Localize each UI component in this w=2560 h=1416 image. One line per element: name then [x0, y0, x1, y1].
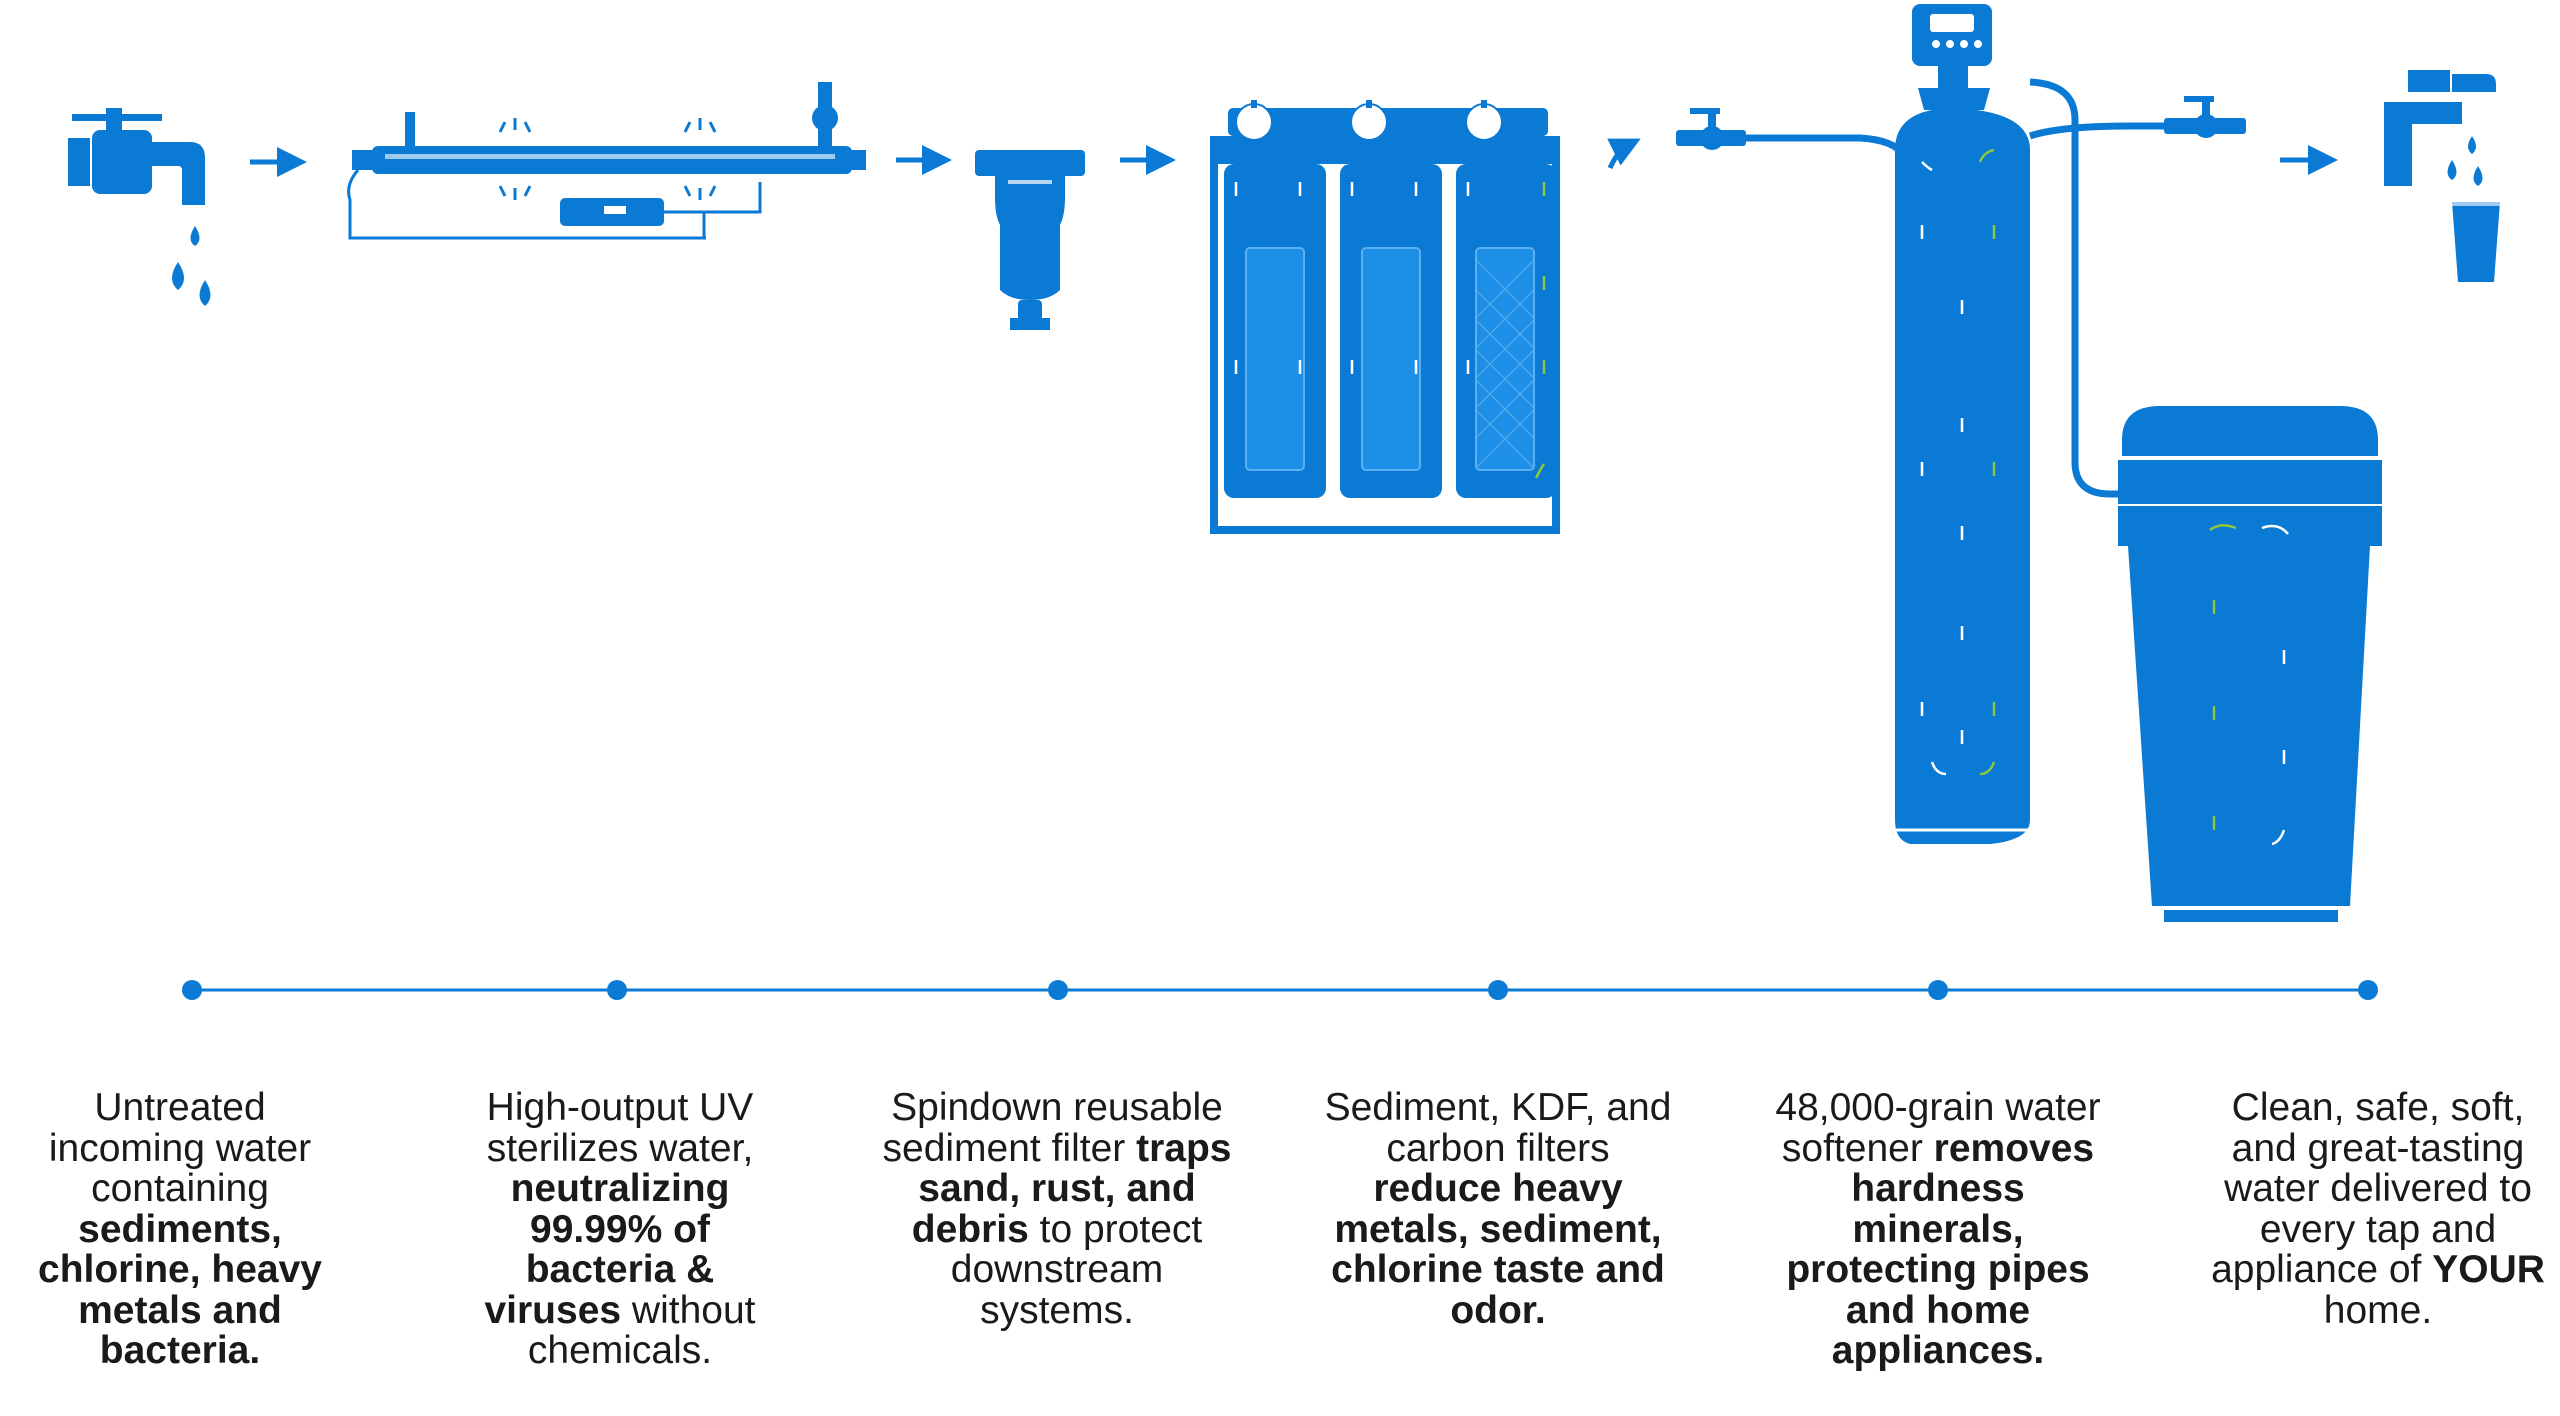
valve-icon — [2164, 96, 2246, 138]
step-text-run: home. — [2323, 1288, 2433, 1332]
timeline — [182, 980, 2378, 1000]
step-text-run: Untreated incoming water containing — [48, 1086, 312, 1210]
step-6-description: Clean, safe, soft, and great-tasting wat… — [2203, 1086, 2553, 1332]
curved-arrow-icon — [1607, 138, 1641, 170]
timeline-dot — [607, 980, 627, 1000]
faucet-dripping-icon — [68, 108, 211, 306]
step-text-run: YOUR — [2432, 1248, 2545, 1291]
timeline-dot — [1488, 980, 1508, 1000]
step-text-run: Spindown reusable sediment filter — [882, 1086, 1223, 1170]
timeline-dot — [1928, 980, 1948, 1000]
step-4-description: Sediment, KDF, and carbon filters reduce… — [1318, 1086, 1678, 1332]
step-text-run: reduce heavy metals, sediment, chlorine … — [1331, 1167, 1665, 1332]
step-text-run: High-output UV sterilizes water, — [486, 1086, 754, 1170]
step-text-run: Clean, safe, soft, and great-tasting wat… — [2211, 1086, 2532, 1291]
step-text-run: Sediment, KDF, and carbon filters — [1324, 1086, 1672, 1170]
step-text-run: neutralizing 99.99% of bacteria & viruse… — [484, 1167, 730, 1332]
step-text-run: 48,000-grain water softener — [1775, 1086, 2101, 1170]
water-softener-tank-icon — [1895, 4, 2030, 844]
timeline-dot — [1048, 980, 1068, 1000]
tap-glass-icon — [2384, 70, 2500, 282]
valve-icon — [1676, 108, 1746, 150]
step-text-run: traps sand, rust, and debris — [911, 1126, 1232, 1251]
spindown-filter-icon — [975, 150, 1085, 330]
step-1-description: Untreated incoming water containing sedi… — [20, 1086, 340, 1372]
brine-tank-icon — [2118, 406, 2382, 922]
step-2-description: High-output UV sterilizes water, neutral… — [455, 1086, 785, 1372]
timeline-dot — [2358, 980, 2378, 1000]
step-text-run: to protect downstream systems. — [950, 1207, 1203, 1332]
step-3-description: Spindown reusable sediment filter traps … — [877, 1086, 1237, 1332]
uv-sterilizer-icon — [347, 82, 866, 240]
step-text-run: removes hardness minerals, protecting pi… — [1786, 1126, 2095, 1372]
triple-filter-housing-icon — [1210, 100, 1560, 534]
step-text-run: sediments, chlorine, heavy metals and ba… — [38, 1207, 322, 1372]
step-text-run: without chemicals. — [527, 1288, 756, 1372]
timeline-dot — [182, 980, 202, 1000]
step-5-description: 48,000-grain water softener removes hard… — [1763, 1086, 2113, 1372]
